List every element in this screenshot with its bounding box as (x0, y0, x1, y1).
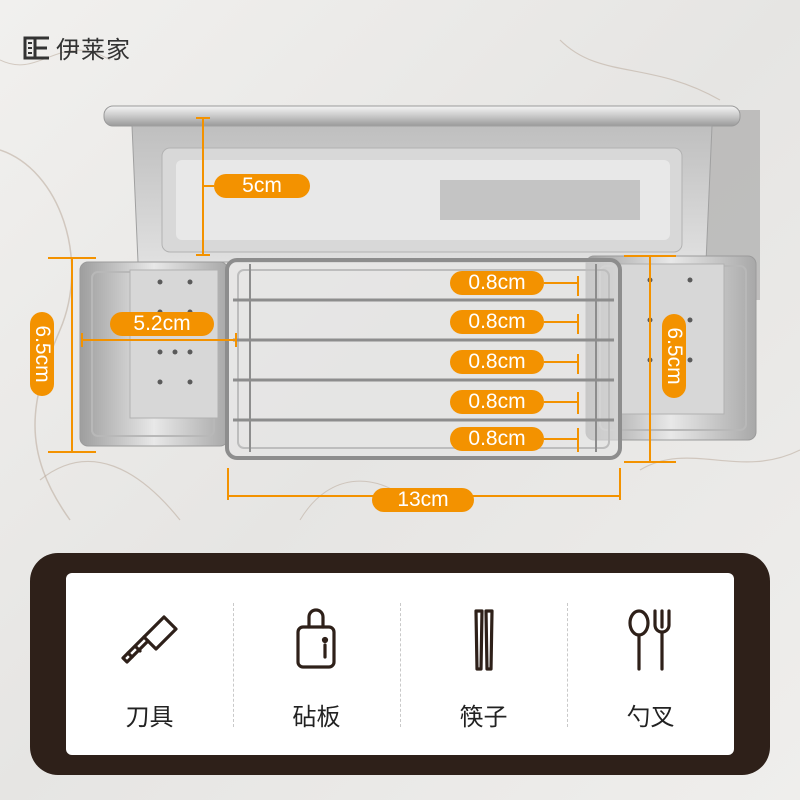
dimension-label-left-width: 5.2cm (110, 312, 214, 336)
usage-item-cutting-board: 砧板 (233, 573, 400, 755)
dimension-label-bar-spacing: 0.8cm (450, 350, 544, 374)
usage-item-knife: 刀具 (66, 573, 233, 755)
dimension-label-bar-spacing: 0.8cm (450, 390, 544, 414)
marble-veins (0, 39, 800, 521)
usage-label: 砧板 (292, 704, 341, 731)
usage-panel: 刀具 砧板 筷子 (30, 553, 770, 775)
brand-logo-icon (23, 36, 49, 59)
dimension-label-left-height: 6.5cm (30, 312, 54, 396)
dimension-label-depth: 5cm (214, 174, 310, 198)
dimension-label-bar-spacing: 0.8cm (450, 310, 544, 334)
spoon-fork-icon (627, 609, 671, 671)
dimension-label-front-width: 13cm (372, 488, 474, 512)
dimension-label-bar-spacing: 0.8cm (450, 427, 544, 451)
dimension-label-right-height: 6.5cm (662, 314, 686, 398)
usage-item-chopsticks: 筷子 (400, 573, 567, 755)
cutting-board-icon (295, 608, 336, 669)
rack-left-basket (79, 261, 229, 447)
usage-label: 刀具 (125, 704, 174, 731)
cleaver-knife-icon (120, 615, 178, 664)
usage-label: 筷子 (459, 704, 508, 731)
rack-front-wire-basket (225, 258, 622, 460)
usage-label: 勺叉 (626, 704, 675, 731)
brand-header: 伊莱家 (22, 30, 131, 65)
chopsticks-icon (473, 609, 494, 671)
dimension-label-bar-spacing: 0.8cm (450, 271, 544, 295)
usage-item-spoon-fork: 勺叉 (567, 573, 734, 755)
rack-back-tray (103, 105, 741, 263)
brand-name: 伊莱家 (56, 37, 131, 64)
usage-list: 刀具 砧板 筷子 (66, 573, 734, 755)
